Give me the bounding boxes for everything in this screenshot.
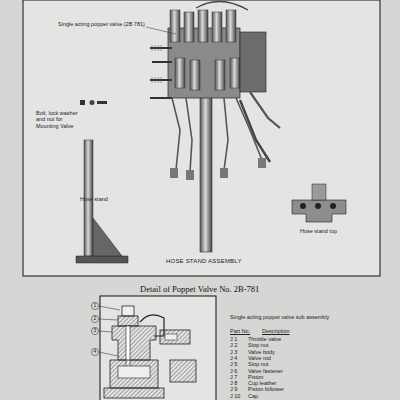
table-cell: Valve body <box>248 349 275 355</box>
callout-number: 2 <box>94 316 97 322</box>
photo-frame <box>23 0 380 276</box>
part-number: J 6 <box>230 368 237 374</box>
bolt-parts <box>80 100 107 105</box>
section-title: Detail of Poppet Valve No. 2B-781 <box>140 285 259 295</box>
valve-cluster <box>150 1 280 180</box>
table-cell: Valve rod <box>248 355 271 361</box>
part-number: J 9 <box>230 386 237 392</box>
part-number: J 8 <box>230 380 237 386</box>
table-cell: Piston <box>248 374 263 380</box>
table-cell: Cap <box>248 393 258 399</box>
part-label: Hose stand top <box>300 228 337 234</box>
part-number: J 7 <box>230 374 237 380</box>
callout-number: 3 <box>94 328 97 334</box>
table-cell: Stop nut <box>248 361 269 367</box>
part-label: Bolt, lock washer and nut for Mounting V… <box>36 110 82 129</box>
part-number: J 10 <box>230 393 240 399</box>
hose-stand <box>76 140 128 263</box>
table-cell: Stop nut <box>248 342 269 348</box>
table-cell: Throttle valve <box>248 336 281 342</box>
table-header: Description <box>262 328 290 334</box>
table-header: Part No. <box>230 328 250 334</box>
part-number: J 5 <box>230 361 237 367</box>
detail-frame <box>100 296 216 400</box>
part-number: J 4 <box>230 355 237 361</box>
leader-line <box>146 27 176 34</box>
part-number: J 1 <box>230 336 237 342</box>
callout-number: 4 <box>94 349 97 355</box>
part-number: J 2 <box>230 342 237 348</box>
table-cell: Cup leather <box>248 380 276 386</box>
table-heading: Single acting poppet valve sub assembly <box>230 314 329 320</box>
callout-circles <box>91 302 120 356</box>
table-cell: Piston follower <box>248 386 284 392</box>
hose-stand-top <box>292 184 346 222</box>
callout-number: 1 <box>94 303 97 309</box>
figure-caption: HOSE STAND ASSEMBLY <box>166 258 242 265</box>
part-label: Single acting poppet valve (2B 781) <box>58 21 145 27</box>
table-cell: Valve fastener <box>248 368 283 374</box>
part-label: Hose stand <box>80 196 108 202</box>
part-number: J 3 <box>230 349 237 355</box>
